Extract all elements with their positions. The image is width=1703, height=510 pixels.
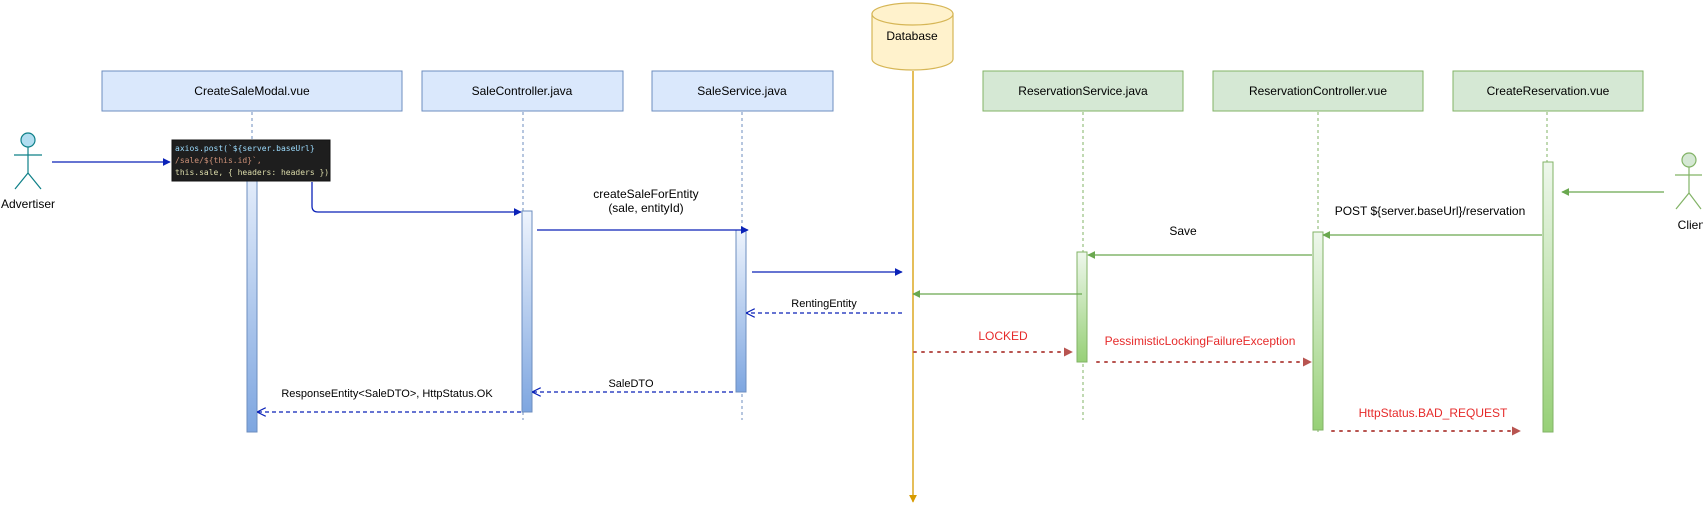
message-response-entity: ResponseEntity<SaleDTO>, HttpStatus.OK (281, 388, 493, 400)
participant-label: ReservationController.vue (1249, 84, 1387, 98)
participant-reservation-service: ReservationService.java (982, 70, 1184, 112)
message-locked: LOCKED (978, 329, 1028, 343)
participant-sale-service: SaleService.java (651, 70, 834, 112)
message-bad-request: HttpStatus.BAD_REQUEST (1359, 406, 1508, 420)
participant-create-sale-modal: CreateSaleModal.vue (101, 70, 403, 112)
message-renting-entity: RentingEntity (791, 298, 857, 310)
activation-bar-create-reservation (1542, 161, 1554, 433)
participant-label: CreateSaleModal.vue (194, 84, 310, 98)
code-line-2: /sale/${this.id}`, (175, 155, 262, 165)
participant-label: Database (886, 29, 938, 43)
client-icon (1681, 152, 1697, 168)
participant-sale-controller: SaleController.java (421, 70, 624, 112)
participant-label: ReservationService.java (1018, 84, 1148, 98)
code-line-3: this.sale, { headers: headers }) (175, 168, 329, 177)
actor-client-label: Client (1678, 218, 1703, 232)
message-pessimistic-locking: PessimisticLockingFailureException (1105, 334, 1296, 348)
participant-create-reservation: CreateReservation.vue (1452, 70, 1644, 112)
activation-bar-create-sale-modal (246, 149, 258, 433)
message-post-reservation: POST ${server.baseUrl}/reservation (1335, 204, 1526, 218)
message-create-sale-for-entity-params: (sale, entityId) (608, 201, 683, 215)
advertiser-icon (20, 132, 36, 148)
activation-bar-sale-service (735, 229, 747, 393)
message-create-sale-for-entity: createSaleForEntity (593, 187, 698, 201)
message-save: Save (1169, 224, 1197, 238)
message-sale-dto: SaleDTO (608, 378, 653, 390)
activation-bar-sale-controller (521, 210, 533, 413)
participant-reservation-controller: ReservationController.vue (1212, 70, 1424, 112)
actor-advertiser (14, 132, 42, 190)
participant-database: Database (871, 2, 954, 71)
activation-bar-reservation-service (1076, 251, 1088, 363)
activation-bar-reservation-controller (1312, 231, 1324, 431)
participant-label: SaleController.java (472, 84, 573, 98)
actor-client (1675, 152, 1702, 210)
actor-advertiser-label: Advertiser (1, 197, 55, 211)
arrow-modal-to-sale-controller (311, 182, 522, 216)
code-snippet: axios.post(`${server.baseUrl} /sale/${th… (171, 139, 331, 182)
participant-label: CreateReservation.vue (1487, 84, 1610, 98)
participant-label: SaleService.java (697, 84, 787, 98)
code-line-1: axios.post(`${server.baseUrl} (175, 143, 315, 153)
